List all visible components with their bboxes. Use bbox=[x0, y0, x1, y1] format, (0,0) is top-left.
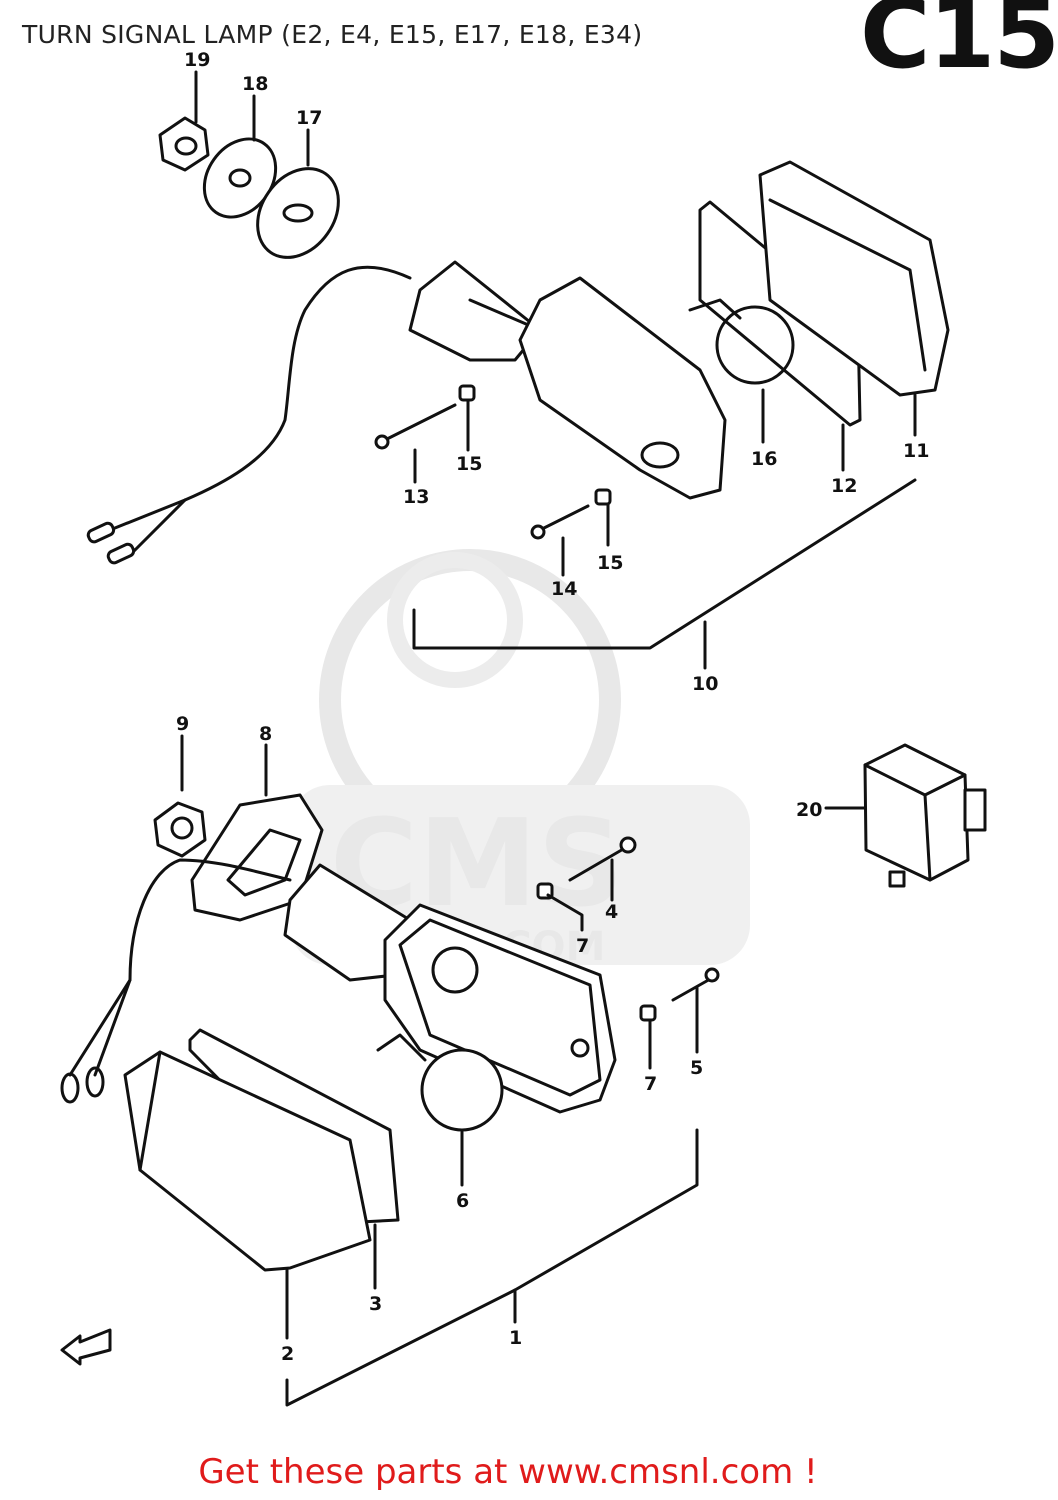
screw-13 bbox=[374, 403, 457, 450]
callout-9: 9 bbox=[176, 713, 189, 735]
callout-18: 18 bbox=[242, 73, 268, 95]
callout-20: 20 bbox=[796, 799, 822, 821]
washer-18 bbox=[202, 137, 278, 219]
callout-12: 12 bbox=[831, 475, 857, 497]
nut-15-lower bbox=[594, 488, 612, 506]
footer-link-text[interactable]: Get these parts at www.cmsnl.com ! bbox=[198, 1452, 818, 1492]
callout-16: 16 bbox=[751, 448, 777, 470]
lens-2 bbox=[123, 1050, 372, 1272]
bulb-16 bbox=[688, 298, 795, 385]
nut-9 bbox=[153, 801, 207, 858]
callout-3: 3 bbox=[369, 1293, 382, 1315]
flasher-relay-20 bbox=[863, 743, 987, 888]
callout-17: 17 bbox=[296, 107, 322, 129]
lens-11 bbox=[758, 160, 950, 397]
callout-19: 19 bbox=[184, 49, 210, 71]
page-code: C15 bbox=[860, 0, 1058, 90]
bulb-6 bbox=[376, 1033, 504, 1132]
gasket-12 bbox=[698, 200, 862, 427]
wire-harness-upper bbox=[183, 265, 412, 502]
callout-15-lower: 15 bbox=[597, 552, 623, 574]
callout-5: 5 bbox=[690, 1057, 703, 1079]
lamp-housing-lower bbox=[383, 903, 617, 1114]
callout-11: 11 bbox=[903, 440, 929, 462]
bracket-10 bbox=[412, 478, 917, 650]
front-arrow-icon bbox=[60, 1328, 112, 1366]
lamp-housing-upper bbox=[518, 276, 727, 500]
callout-4: 4 bbox=[605, 901, 618, 923]
callout-14: 14 bbox=[551, 578, 577, 600]
gasket-8 bbox=[190, 793, 324, 922]
callout-7-upper: 7 bbox=[576, 935, 589, 957]
exploded-parts-diagram: CMS CMSNL.COM bbox=[60, 49, 987, 1407]
callout-10: 10 bbox=[692, 673, 718, 695]
screw-14 bbox=[530, 504, 590, 540]
wire-harness-lower bbox=[68, 858, 292, 1077]
callout-6: 6 bbox=[456, 1190, 469, 1212]
screw-4 bbox=[568, 836, 637, 882]
screw-5 bbox=[671, 967, 720, 1002]
washer-17 bbox=[256, 167, 340, 259]
nut-7-lower bbox=[639, 1004, 657, 1022]
callout-15-upper: 15 bbox=[456, 453, 482, 475]
diagram-title: TURN SIGNAL LAMP (E2, E4, E15, E17, E18,… bbox=[22, 20, 643, 49]
nut-15-upper bbox=[458, 384, 476, 402]
callout-13: 13 bbox=[403, 486, 429, 508]
callout-2: 2 bbox=[281, 1343, 294, 1365]
gasket-3 bbox=[188, 1028, 400, 1224]
callout-1: 1 bbox=[509, 1327, 522, 1349]
callout-8: 8 bbox=[259, 723, 272, 745]
nut-19 bbox=[158, 116, 210, 172]
callout-7-lower: 7 bbox=[644, 1073, 657, 1095]
